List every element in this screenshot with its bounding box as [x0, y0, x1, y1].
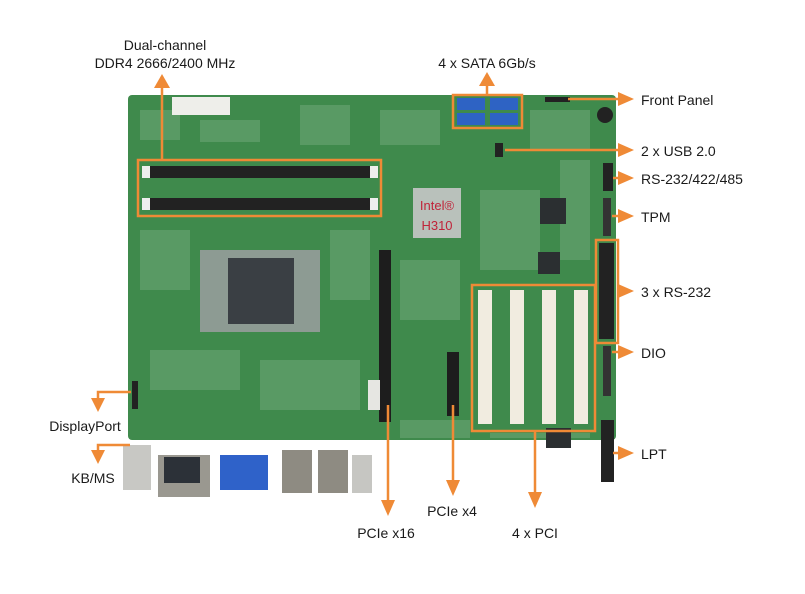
displayport-connector	[132, 381, 138, 409]
label-memory-line1: Dual-channel	[124, 37, 207, 53]
front-panel-header	[545, 97, 570, 102]
dimm-latch	[370, 198, 378, 210]
chipset-brand: Intel®	[420, 198, 455, 213]
chip	[546, 428, 571, 448]
dimm-slot-2	[142, 198, 378, 210]
pcie-x16-slot	[379, 250, 391, 422]
label-pcie-x4: PCIe x4	[427, 503, 477, 519]
atx-power-connector	[172, 97, 230, 115]
dimm-slot-1	[142, 166, 378, 178]
callout-arrows	[91, 72, 634, 516]
dimm-latch	[142, 166, 150, 178]
dio-header	[603, 346, 611, 396]
vga-port	[220, 455, 268, 490]
label-memory-line2: DDR4 2666/2400 MHz	[95, 55, 236, 71]
cpu-socket-cover	[228, 258, 294, 324]
label-tpm: TPM	[641, 209, 671, 225]
label-rs232: 3 x RS-232	[641, 284, 711, 300]
label-usb: 2 x USB 2.0	[641, 143, 716, 159]
usb-port	[352, 455, 372, 493]
buzzer	[597, 107, 613, 123]
chipset-model: H310	[421, 218, 452, 233]
chip	[540, 198, 566, 224]
label-kbms: KB/MS	[71, 470, 115, 486]
rs232-headers	[599, 243, 614, 339]
chipset	[413, 188, 461, 238]
tpm-header	[603, 198, 611, 236]
label-dio: DIO	[641, 345, 666, 361]
lpt-header	[601, 420, 614, 482]
dimm-latch	[142, 198, 150, 210]
rear-io	[123, 445, 372, 497]
pci-slots	[478, 290, 588, 424]
power-connector	[368, 380, 380, 410]
sata-connectors	[457, 98, 518, 125]
label-rs-multi: RS-232/422/485	[641, 171, 743, 187]
chip	[538, 252, 560, 274]
pci-highlight	[470, 283, 597, 433]
label-sata: 4 x SATA 6Gb/s	[438, 55, 536, 71]
label-pcie-x16: PCIe x16	[357, 525, 415, 541]
lan-port-1	[282, 450, 312, 493]
pcie-x4-slot	[447, 352, 459, 416]
label-lpt: LPT	[641, 446, 667, 462]
kbms-port	[123, 445, 151, 490]
usb-header	[495, 143, 503, 157]
pcb	[128, 95, 616, 440]
label-displayport: DisplayPort	[49, 418, 121, 434]
board-texture	[140, 105, 590, 438]
lan-port-2	[318, 450, 348, 493]
dimm-highlight	[136, 158, 383, 218]
label-front-panel: Front Panel	[641, 92, 713, 108]
rs-multi-header	[603, 163, 613, 191]
com-port-face	[164, 457, 200, 483]
dimm-latch	[370, 166, 378, 178]
label-pci: 4 x PCI	[512, 525, 558, 541]
